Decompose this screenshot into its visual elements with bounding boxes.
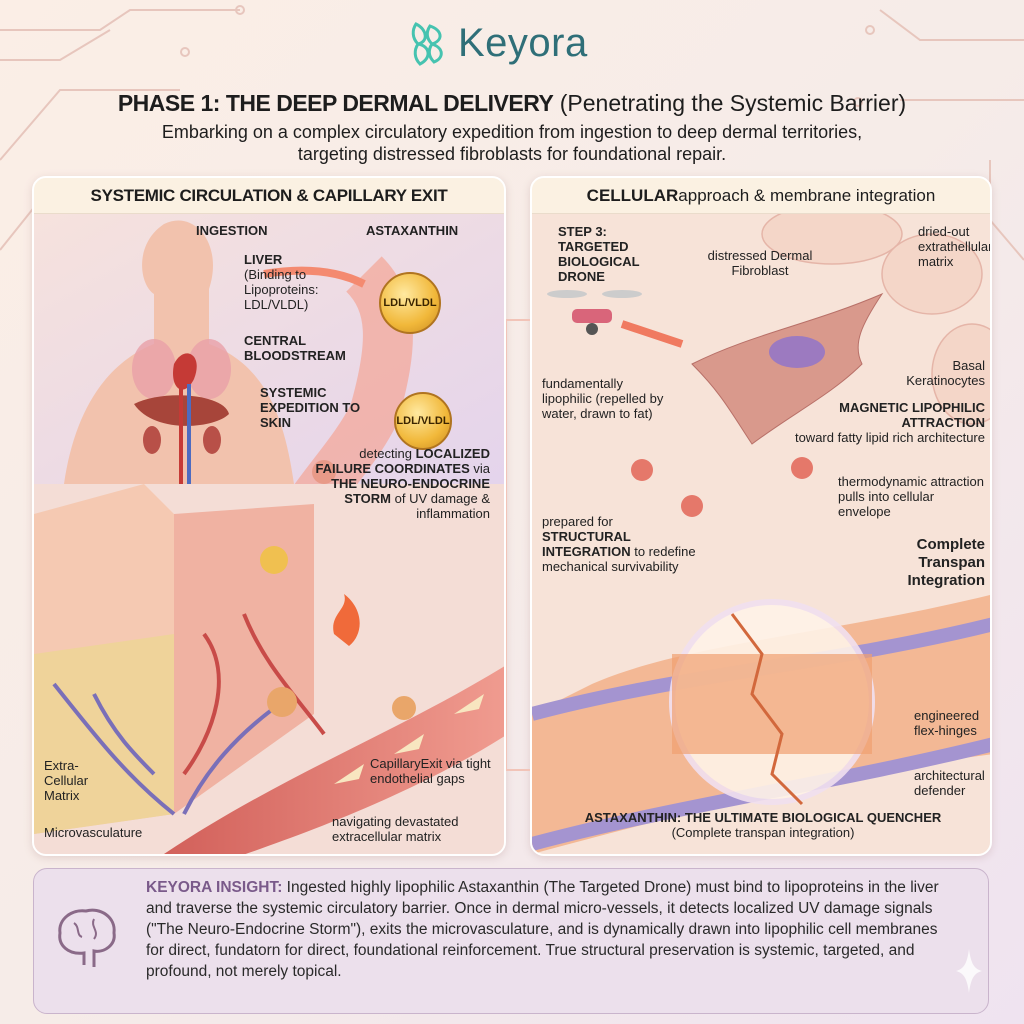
prepared-bold: STRUCTURAL INTEGRATION [542,529,631,559]
flex-hinges-label: engineered flex-hinges [914,708,980,738]
subtitle-line-2: targeting distressed fibroblasts for fou… [297,144,727,164]
panel-connector-arrow [506,319,530,771]
heart-icon [173,353,197,390]
detect-bold: LOCALIZED FAILURE COORDINATES [315,446,490,476]
brand-logo: Keyora [410,20,588,66]
liver-title: LIVER [244,252,283,267]
fibroblast-cell [691,292,884,445]
fire-icon [333,594,360,646]
insight-body: Ingested highly lipophilic Astaxanthin (… [146,879,939,980]
nucleus [769,336,825,368]
cellular-approach-panel: CELLULAR approach & membrane integration… [530,176,992,856]
fibroblast-label: distressed Dermal Fibroblast [707,248,813,278]
prepared-text: to redefine mechanical survivability [542,544,696,574]
astaxanthin-label: ASTAXANTHIN [366,223,459,238]
detecting-storm-label: detecting LOCALIZED FAILURE COORDINATES … [314,446,490,521]
magnetic-bold: MAGNETIC LIPOPHILIC ATTRACTION [839,400,985,430]
cellular-illustration [532,214,990,854]
basal-keratinocytes-label: Basal Keratinocytes [906,358,985,388]
brain-icon [58,908,116,967]
brand-name: Keyora [458,20,588,65]
systemic-circulation-panel: SYSTEMIC CIRCULATION & CAPILLARY EXIT LD… [32,176,506,856]
title-bold: PHASE 1: THE DEEP DERMAL DELIVERY [117,90,554,116]
body-silhouette [64,220,294,485]
ingestion-label: INGESTION [196,223,268,238]
title-rest: (Penetrating the Systemic Barrier) [553,90,907,116]
lipophilic-label: fundamentally lipophilic (repelled by wa… [542,376,664,421]
subtitle-line-1: Embarking on a complex circulatory exped… [161,122,863,142]
step3-label: STEP 3: TARGETED BIOLOGICAL DRONE [558,224,640,284]
insight-text: KEYORA INSIGHT: Ingested highly lipophil… [146,877,946,982]
ldl-vldl-badge: LDL/VLDL [394,392,452,450]
right-panel-title: CELLULAR approach & membrane integration [532,178,990,214]
ldl-vldl-badge: LDL/VLDL [379,272,441,334]
circulation-illustration [34,214,504,854]
microvasculature-label: Microvasculature [44,825,143,840]
architectural-defender-label: architectural defender [914,768,985,798]
drone-icon [547,290,642,335]
detect-bold: THE NEURO-ENDOCRINE STORM [331,476,490,506]
thermodynamic-label: thermodynamic attraction pulls into cell… [838,474,984,519]
liver-note: (Binding to Lipoproteins: LDL/VLDL) [244,267,319,312]
insight-label: KEYORA INSIGHT: [146,879,283,896]
dried-matrix-label: dried-out extrathellular matrix [918,224,992,269]
astaxanthin-molecule [730,613,804,806]
central-bloodstream-label: CENTRAL BLOODSTREAM [244,333,346,363]
capillary-exit-label: CapillaryExit via tight endothelial gaps [370,756,491,786]
complete-transpan-label: Complete Transpan Integration [907,536,986,589]
detect-text: of UV damage & inflammation [391,491,490,521]
page-subtitle: Embarking on a complex circulatory exped… [20,121,1004,165]
left-panel-title: SYSTEMIC CIRCULATION & CAPILLARY EXIT [34,178,504,214]
sparkle-icon [956,949,982,993]
right-title-bold: CELLULAR [586,185,679,205]
ecm-label: Extra-Cellular Matrix [44,758,89,803]
page-title: PHASE 1: THE DEEP DERMAL DELIVERY (Penet… [0,90,1024,117]
magnetic-rest: toward fatty lipid rich architecture [794,430,985,445]
quencher-title: ASTAXANTHIN: THE ULTIMATE BIOLOGICAL QUE… [584,810,942,825]
detect-text: via [469,461,490,476]
prepared-text: prepared for [542,514,613,529]
quencher-subtitle: (Complete transpan integration) [671,825,855,840]
keyora-insight-box: KEYORA INSIGHT: Ingested highly lipophil… [33,868,989,1014]
navigating-label: navigating devastated extracellular matr… [332,814,459,844]
right-title-rest: approach & membrane integration [678,185,936,205]
liver-label: LIVER(Binding to Lipoproteins: LDL/VLDL) [244,252,354,312]
structural-integration-label: prepared for STRUCTURAL INTEGRATION to r… [542,514,702,574]
capillary-vessel [164,666,504,854]
leaf-logo-icon [411,22,443,66]
quencher-caption: ASTAXANTHIN: THE ULTIMATE BIOLOGICAL QUE… [532,810,990,840]
detect-text: detecting [359,446,416,461]
systemic-expedition-label: SYSTEMIC EXPEDITION TO SKIN [260,385,361,430]
